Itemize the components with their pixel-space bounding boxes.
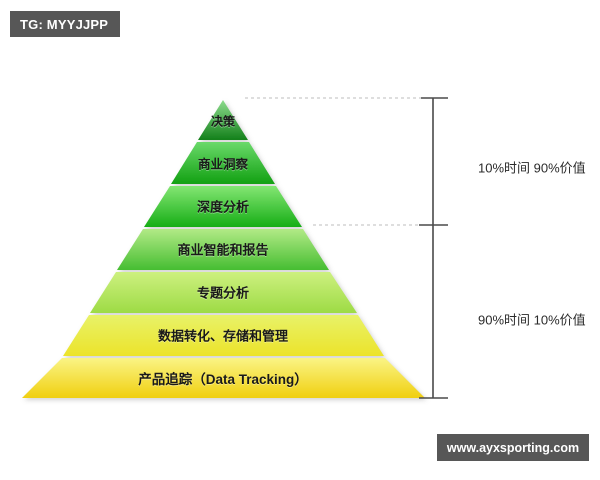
pyramid-tier-label-5: 专题分析 bbox=[196, 285, 250, 301]
pyramid-tiers bbox=[22, 100, 425, 398]
pyramid-tier-6 bbox=[63, 315, 384, 356]
pyramid-tier-label-6: 数据转化、存储和管理 bbox=[157, 328, 289, 344]
pyramid-tier-4 bbox=[117, 229, 329, 270]
pyramid-tier-5 bbox=[90, 272, 357, 313]
pyramid-tier-label-7: 产品追踪（Data Tracking） bbox=[138, 372, 308, 387]
pyramid-tier-2 bbox=[171, 142, 275, 184]
pyramid-tier-7 bbox=[22, 358, 425, 398]
pyramid-tier-label-3: 深度分析 bbox=[196, 199, 250, 215]
site-watermark-label: www.ayxsporting.com bbox=[446, 440, 580, 455]
annotation-upper: 10%时间 90%价值 bbox=[478, 160, 586, 176]
pyramid-tier-label-1: 决策 bbox=[210, 114, 236, 129]
measurement-bracket bbox=[419, 97, 448, 399]
pyramid-tier-label-4: 商业智能和报告 bbox=[177, 242, 269, 258]
site-watermark: www.ayxsporting.com bbox=[437, 434, 589, 461]
pyramid-tier-1 bbox=[198, 100, 248, 140]
pyramid-tier-3 bbox=[144, 186, 302, 227]
tg-badge: TG: MYYJJPP bbox=[10, 11, 120, 37]
tg-badge-label: TG: MYYJJPP bbox=[20, 16, 109, 32]
pyramid-tier-label-2: 商业洞察 bbox=[197, 157, 249, 172]
annotation-lower: 90%时间 10%价值 bbox=[478, 312, 586, 328]
